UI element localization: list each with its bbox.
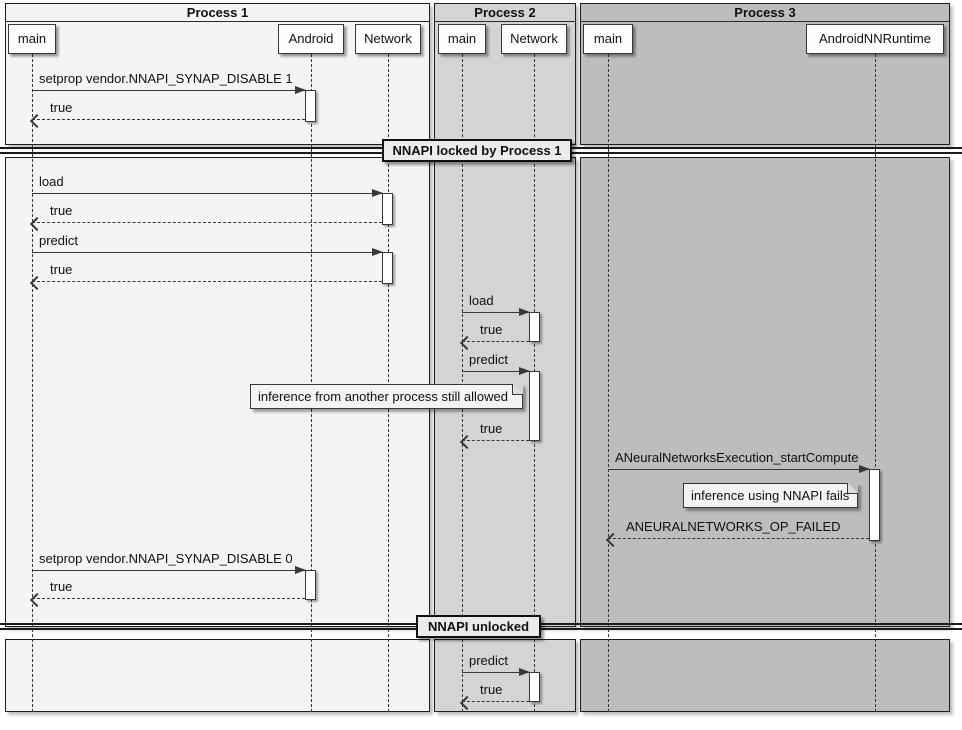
message-load-p1: load [32, 173, 383, 199]
message-line [462, 312, 529, 313]
note-fold-icon [512, 383, 524, 395]
message-line [32, 570, 305, 571]
activation-network1-load [382, 193, 393, 225]
message-label: predict [469, 653, 509, 668]
message-line [32, 119, 305, 120]
message-label: load [469, 293, 494, 308]
lifeline-process3-main [608, 54, 609, 712]
activation-android-setprop0 [305, 570, 316, 600]
message-return-true-2: true [29, 202, 382, 231]
message-label: true [50, 262, 73, 277]
process3-title: Process 3 [581, 4, 949, 22]
participant-process2-main: main [438, 24, 486, 54]
divider-nnapi-unlocked: NNAPI unlocked [416, 615, 541, 638]
message-line [608, 538, 869, 539]
message-label: predict [39, 233, 79, 248]
message-label: setprop vendor.NNAPI_SYNAP_DISABLE 0 [39, 551, 293, 566]
lifeline-process1-main [32, 54, 33, 712]
note-text: inference from another process still all… [258, 389, 509, 404]
lifeline-process3-androidnnruntime [875, 54, 876, 712]
arrowhead-icon [295, 566, 306, 574]
message-return-true-7: true [459, 681, 529, 710]
message-return-op-failed: ANEURALNETWORKS_OP_FAILED [605, 518, 869, 547]
message-label: true [480, 322, 503, 337]
participant-process3-main: main [583, 24, 633, 54]
arrowhead-icon [295, 86, 306, 94]
process2-frame-bottom [434, 639, 576, 712]
message-line [32, 222, 382, 223]
lifeline-process1-android [311, 54, 312, 712]
message-setprop-disable-1: setprop vendor.NNAPI_SYNAP_DISABLE 1 [32, 70, 306, 96]
participant-process2-network: Network [501, 24, 567, 54]
message-line [462, 701, 529, 702]
activation-network2-load [529, 312, 540, 342]
process1-frame-bottom [5, 639, 430, 712]
message-return-true-5: true [459, 420, 529, 449]
message-label: predict [469, 352, 509, 367]
activation-network2-predict2 [529, 672, 540, 702]
process3-frame-bottom [580, 639, 950, 712]
note-fold-icon [847, 482, 859, 494]
message-label: ANeuralNetworksExecution_startCompute [615, 450, 859, 465]
message-line [462, 341, 529, 342]
message-line [32, 193, 382, 194]
message-line [608, 469, 869, 470]
arrowhead-icon [372, 189, 383, 197]
message-label: load [39, 174, 64, 189]
participant-process1-network: Network [355, 24, 421, 54]
message-return-true-3: true [29, 261, 382, 290]
activation-network1-predict [382, 252, 393, 284]
note-inference-allowed: inference from another process still all… [250, 383, 524, 409]
message-return-true-4: true [459, 321, 529, 350]
message-label: true [50, 203, 73, 218]
message-label: true [50, 579, 73, 594]
divider-nnapi-locked: NNAPI locked by Process 1 [382, 139, 572, 162]
message-return-true-6: true [29, 578, 305, 607]
participant-process1-android: Android [278, 24, 344, 54]
message-return-true-1: true [29, 99, 305, 128]
arrowhead-icon [519, 668, 530, 676]
message-line [32, 281, 382, 282]
message-predict-p2: predict [462, 351, 530, 377]
message-line [462, 440, 529, 441]
arrowhead-icon [372, 248, 383, 256]
lifeline-process1-network [388, 54, 389, 712]
arrowhead-icon [859, 465, 870, 473]
message-line [462, 371, 529, 372]
process1-title: Process 1 [6, 4, 429, 22]
arrowhead-icon [519, 308, 530, 316]
message-line [462, 672, 529, 673]
note-nnapi-fails: inference using NNAPI fails [683, 482, 859, 508]
message-label: true [480, 682, 503, 697]
message-predict-p2-after-unlock: predict [462, 652, 530, 678]
message-predict-p1: predict [32, 232, 383, 258]
message-load-p2: load [462, 292, 530, 318]
process3-frame-middle [580, 157, 950, 627]
message-line [32, 252, 382, 253]
message-label: ANEURALNETWORKS_OP_FAILED [626, 519, 841, 534]
message-line [32, 90, 305, 91]
process2-title: Process 2 [435, 4, 575, 22]
note-text: inference using NNAPI fails [691, 488, 850, 503]
participant-process1-main: main [8, 24, 56, 54]
message-label: setprop vendor.NNAPI_SYNAP_DISABLE 1 [39, 71, 293, 86]
message-setprop-disable-0: setprop vendor.NNAPI_SYNAP_DISABLE 0 [32, 550, 306, 576]
arrowhead-icon [519, 367, 530, 375]
activation-nnruntime-compute [869, 469, 880, 541]
participant-process3-androidnnruntime: AndroidNNRuntime [806, 24, 944, 54]
activation-android-setprop1 [305, 90, 316, 122]
message-startcompute: ANeuralNetworksExecution_startCompute [608, 449, 870, 475]
lifeline-process2-main [462, 54, 463, 712]
message-label: true [50, 100, 73, 115]
message-label: true [480, 421, 503, 436]
message-line [32, 598, 305, 599]
activation-network2-predict [529, 371, 540, 441]
